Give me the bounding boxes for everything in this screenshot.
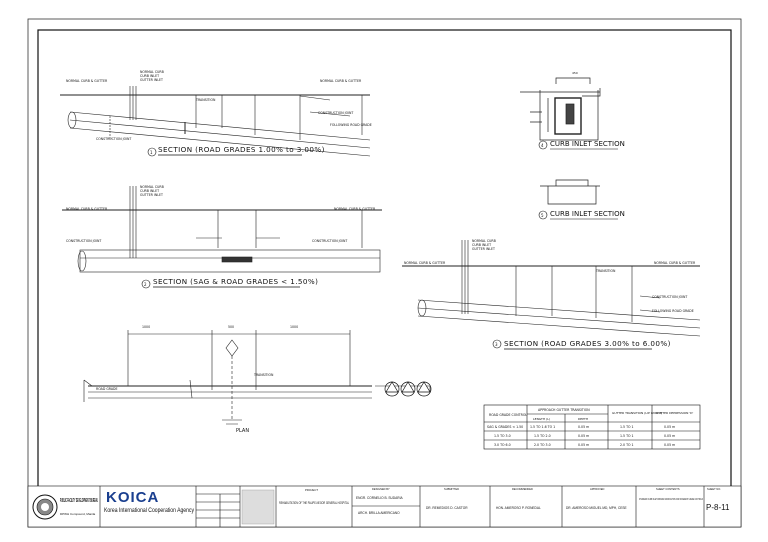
annotation-construction-joint-1b: CONSTRUCTION JOINT bbox=[96, 137, 131, 141]
plan-transition-label: TRANSITION bbox=[253, 373, 274, 377]
approved-label: APPROVED bbox=[590, 487, 605, 491]
inlet-1-number: 4 bbox=[541, 143, 544, 148]
checked-by: ARCH. BRILLA AMERICANO bbox=[358, 511, 400, 515]
inlet-1-dim-top: 450 bbox=[572, 71, 578, 75]
submitted-by: DR. REMEDIOS D. CASTOR bbox=[426, 506, 468, 510]
annotation-construction-joint-3: CONSTRUCTION JOINT bbox=[652, 295, 687, 299]
project-label: PROJECT bbox=[305, 488, 318, 492]
section-1-number: 1 bbox=[150, 150, 153, 155]
sheet-no-label: SHEET NO. bbox=[707, 487, 721, 491]
table-cell-r2c2: 0.05 m bbox=[578, 443, 589, 447]
annotation-curb-inlet-1: CURB INLET bbox=[140, 74, 159, 78]
annotation-curb-inlet-3: CURB INLET bbox=[472, 243, 491, 247]
inlet-1-title: CURB INLET SECTION bbox=[550, 140, 625, 148]
koica-name-line: Korea International Cooperation Agency bbox=[104, 508, 194, 514]
section-2-drawing bbox=[62, 186, 382, 273]
inlet-2-number-bubble bbox=[538, 210, 548, 220]
annotation-gutter-inlet-1: GUTTER INLET bbox=[140, 78, 163, 82]
project-name: REHABILITATION OF THE PALIPE-NEGOR GENER… bbox=[279, 501, 349, 505]
paper-border bbox=[27, 18, 742, 528]
inlet-2-title: CURB INLET SECTION bbox=[550, 210, 625, 218]
sheet-number: P-8-11 bbox=[706, 503, 730, 512]
submitted-label: SUBMITTED bbox=[444, 487, 459, 491]
table-cell-r2c3: 2.0 TO 1 bbox=[620, 443, 634, 447]
plan-road-grade-label: ROAD GRADE bbox=[96, 387, 118, 391]
table-cell-r0c1: 1.5 TO 1.6 TO 1 bbox=[530, 425, 555, 429]
annotation-normal-curb-3: NORMAL CURB bbox=[472, 239, 496, 243]
annotation-normal-curb-gutter-2a: NORMAL CURB & GUTTER bbox=[66, 207, 108, 211]
annotation-normal-curb-gutter-1b: NORMAL CURB & GUTTER bbox=[320, 79, 362, 83]
section-3-number-bubble bbox=[492, 339, 502, 349]
annotation-normal-curb-gutter-1a: NORMAL CURB & GUTTER bbox=[66, 79, 108, 83]
annotation-transition-3: TRANSITION bbox=[595, 269, 616, 273]
section-2-number-bubble bbox=[141, 279, 151, 289]
annotation-transition-1: TRANSITION bbox=[195, 98, 216, 102]
table-cell-r0c3: 1.5 TO 1 bbox=[620, 425, 634, 429]
notes-text-block bbox=[241, 489, 275, 525]
north-arrows bbox=[384, 381, 432, 397]
approved-by: DR. AMEROSO MIGUEL MD, MPH, CESE bbox=[566, 506, 627, 510]
table-cell-r0c4: 0.05 m bbox=[664, 425, 675, 429]
recommended-label: RECOMMENDED bbox=[512, 487, 533, 491]
koica-logo: KOICA bbox=[106, 489, 159, 506]
agency-name: PUBLIC FACILITY DEVELOPMENT BUREAU bbox=[60, 498, 98, 504]
annotation-following-road-grade-3: FOLLOWING ROAD GRADE bbox=[652, 309, 694, 313]
agency-seal bbox=[32, 494, 58, 520]
plan-title: PLAN bbox=[236, 428, 249, 434]
sheet-contents-label: SHEET CONTENTS bbox=[656, 487, 680, 491]
title-block bbox=[27, 485, 742, 528]
table-sub-length: LENGTH (L) bbox=[533, 417, 550, 421]
table-header-road-grade: ROAD GRADE CONTROL bbox=[489, 413, 527, 417]
annotation-gutter-inlet-2: GUTTER INLET bbox=[140, 193, 163, 197]
table-cell-r2c1: 2.0 TO 3.0 bbox=[534, 443, 551, 447]
annotation-construction-joint-2a: CONSTRUCTION JOINT bbox=[66, 239, 101, 243]
annotation-following-road-grade-1: FOLLOWING ROAD GRADE bbox=[330, 123, 372, 127]
section-1-number-bubble bbox=[147, 147, 157, 157]
table-cell-r0c0: SAG & GRADES < 1.50 bbox=[487, 425, 523, 429]
table-cell-r1c0: 1.5 TO 3.0 bbox=[494, 434, 511, 438]
annotation-normal-curb-gutter-3b: NORMAL CURB & GUTTER bbox=[654, 261, 696, 265]
inlet-1-number-bubble bbox=[538, 140, 548, 150]
annotation-normal-curb-gutter-3a: NORMAL CURB & GUTTER bbox=[404, 261, 446, 265]
table-cell-r2c0: 3.0 TO 6.0 bbox=[494, 443, 511, 447]
annotation-normal-curb-2: NORMAL CURB bbox=[140, 185, 164, 189]
section-2-number: 2 bbox=[144, 282, 147, 287]
inlet-1-drawing bbox=[520, 77, 601, 141]
sheet-contents: STANDARD CURB INLET OPENING MODIFICATION… bbox=[639, 497, 703, 501]
grade-control-table bbox=[483, 404, 701, 450]
annotation-construction-joint-1: CONSTRUCTION JOINT bbox=[318, 111, 353, 115]
table-cell-r1c3: 1.5 TO 1 bbox=[620, 434, 634, 438]
table-header-depression: GUTTER DEPRESSION 'D' bbox=[656, 411, 693, 415]
annotation-curb-inlet-2: CURB INLET bbox=[140, 189, 159, 193]
plan-dim-top-c: 1000 bbox=[290, 325, 298, 329]
table-header-approach: APPROACH GUTTER TRANSITION bbox=[538, 408, 590, 412]
annotation-normal-curb-gutter-2b: NORMAL CURB & GUTTER bbox=[334, 207, 376, 211]
agency-address: DPWH Compound, Manila bbox=[60, 512, 96, 516]
annotation-normal-curb-1: NORMAL CURB bbox=[140, 70, 164, 74]
inlet-2-number: 5 bbox=[541, 213, 544, 218]
section-3-title: SECTION (ROAD GRADES 3.00% to 6.00%) bbox=[504, 339, 671, 348]
plan-dim-top-b: 500 bbox=[228, 325, 234, 329]
plan-drawing bbox=[83, 330, 431, 425]
table-cell-r1c2: 0.05 m bbox=[578, 434, 589, 438]
table-cell-r0c2: 0.05 m bbox=[578, 425, 589, 429]
table-cell-r1c4: 0.05 m bbox=[664, 434, 675, 438]
table-cell-r1c1: 1.5 TO 2.0 bbox=[534, 434, 551, 438]
table-header-gutter-transition: GUTTER TRANSITION (LIP WIDTH) bbox=[612, 411, 662, 415]
annotation-gutter-inlet-3: GUTTER INLET bbox=[472, 247, 495, 251]
annotation-construction-joint-2b: CONSTRUCTION JOINT bbox=[312, 239, 347, 243]
section-1-title: SECTION (ROAD GRADES 1.00% to 3.00%) bbox=[158, 145, 325, 154]
inlet-2-drawing bbox=[540, 179, 600, 205]
section-3-number: 3 bbox=[495, 342, 498, 347]
section-1-drawing bbox=[60, 86, 371, 157]
table-sub-depth: DEPTH bbox=[578, 417, 588, 421]
plan-dim-top-a: 1000 bbox=[142, 325, 150, 329]
recommended-by: HON. AMEROSO P. RONEDAL bbox=[496, 506, 541, 510]
section-3-drawing bbox=[402, 240, 701, 337]
designed-by-label: DESIGNED BY bbox=[372, 487, 390, 491]
table-cell-r2c4: 0.05 m bbox=[664, 443, 675, 447]
designed-by: ENGR. CORNELIO B. SUDARIA bbox=[356, 496, 403, 500]
section-2-title: SECTION (SAG & ROAD GRADES < 1.50%) bbox=[153, 277, 318, 286]
